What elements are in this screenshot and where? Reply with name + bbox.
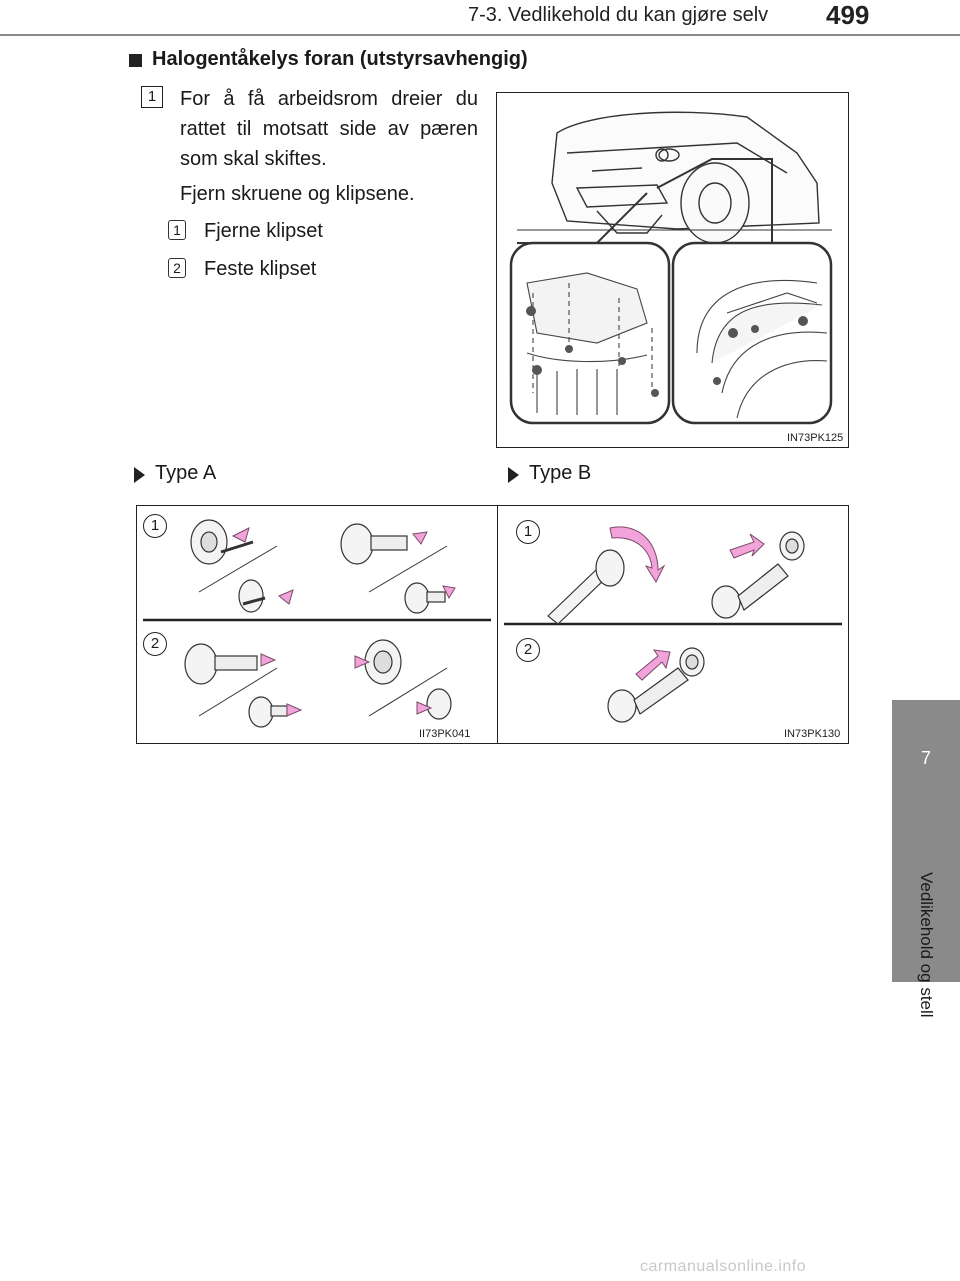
clip-removal-drawing-b: [504, 526, 842, 723]
header-section-title: 7-3. Vedlikehold du kan gjøre selv: [468, 4, 769, 26]
illustration-fog-light-access: IN73PK125: [496, 92, 849, 448]
type-b-marker-1: 1: [516, 520, 540, 544]
figure-code: IN73PK125: [787, 432, 844, 444]
step-number: 1: [141, 86, 163, 108]
section-title: Halogentåkelys foran (utstyrsavhengig): [152, 48, 528, 70]
type-a-figure-code: II73PK041: [419, 728, 471, 740]
substep-number-1: 1: [168, 220, 186, 240]
substep-label-1: Fjerne klipset: [204, 220, 323, 242]
page-number: 499: [826, 0, 870, 30]
page-header: [0, 0, 960, 34]
chapter-tab[interactable]: [892, 700, 960, 982]
chapter-number: 7: [920, 748, 931, 768]
step-text: For å få arbeidsrom dreier du rattet til…: [180, 88, 478, 170]
substep-label-2: Feste klipset: [204, 258, 317, 280]
type-a-marker-2: 2: [143, 632, 167, 656]
illustration-type-a-clips: 1 2 II73PK041: [136, 505, 498, 744]
type-b-figure-code: IN73PK130: [784, 728, 841, 740]
clip-removal-drawing-a: [143, 519, 491, 728]
section-bullet-icon: [129, 54, 142, 67]
type-a-marker-1: 1: [143, 514, 167, 538]
type-b-label: Type B: [529, 462, 592, 484]
chapter-label: Vedlikehold og stell: [917, 872, 936, 1018]
substep-number-2: 2: [168, 258, 186, 278]
illustration-type-b-clips: 1 2 IN73PK130: [497, 505, 849, 744]
type-a-label: Type A: [155, 462, 217, 484]
type-b-marker-2: 2: [516, 638, 540, 662]
step-text-secondary: Fjern skruene og klipsene.: [180, 183, 415, 205]
type-a-marker-icon: [134, 467, 145, 483]
watermark-text: carmanualsonline.info: [640, 1258, 807, 1275]
car-underside-drawing: [509, 111, 833, 425]
header-divider: [0, 34, 960, 36]
type-b-marker-icon: [508, 467, 519, 483]
